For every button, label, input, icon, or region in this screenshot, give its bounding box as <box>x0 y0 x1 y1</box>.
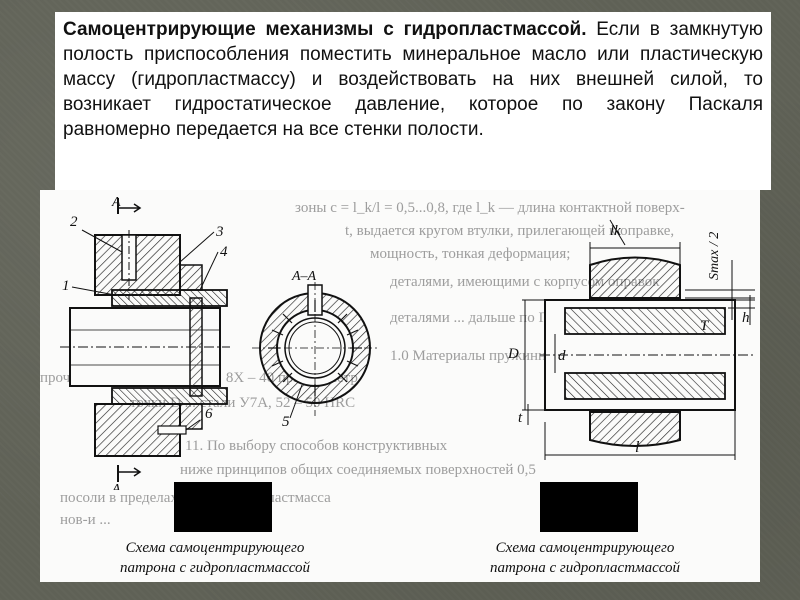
dim-label-lk: lk <box>610 223 621 239</box>
caption-left: Схема самоцентрирующего патрона с гидроп… <box>60 538 370 578</box>
figure-scan-card: зоны c = l_k/l = 0,5...0,8, где l_k — дл… <box>40 190 760 582</box>
text-card: Самоцентрирующие механизмы с гидропластм… <box>55 12 771 190</box>
dim-label-smax: Smax / 2 <box>707 232 722 280</box>
dim-label-T: T <box>700 318 710 334</box>
dim-label-D: D <box>507 346 519 362</box>
caption-right-line2: патрона с гидропластмассой <box>489 560 681 576</box>
redaction-block-left <box>174 482 272 532</box>
chuck-drawing-right: lk Smax / 2 D d T h t l <box>507 219 755 460</box>
part-label-5: 5 <box>282 414 290 430</box>
dim-label-d: d <box>558 348 566 364</box>
caption-left-line1: Схема самоцентрирующего <box>125 540 305 556</box>
background-text-line: мощность, тонкая деформация; <box>370 246 571 262</box>
caption-left-line2: патрона с гидропластмассой <box>119 560 311 576</box>
dim-label-h: h <box>742 310 750 326</box>
background-text-line: зоны c = l_k/l = 0,5...0,8, где l_k — дл… <box>295 200 685 216</box>
paragraph-title: Самоцентрирующие механизмы с гидропластм… <box>63 19 587 40</box>
part-label-2: 2 <box>70 214 78 230</box>
paragraph-body: Если в замкнутую полость приспособления … <box>63 19 763 140</box>
dim-label-l: l <box>635 439 640 456</box>
part-label-6: 6 <box>205 406 213 422</box>
background-text-line: посоли в пределах групп гидропластмасса <box>60 490 331 506</box>
background-text-line: t, выдается кругом втулки, прилегающей к… <box>345 223 675 239</box>
section-view-label: А–А <box>291 269 317 284</box>
dim-label-t: t <box>518 410 523 426</box>
redaction-block-right <box>540 482 638 532</box>
background-text-line: деталями ... дальше по ГОСТ-8; <box>390 310 594 326</box>
part-label-1: 1 <box>62 278 70 294</box>
background-text-line: нов-и ... <box>60 512 111 528</box>
chuck-drawing-left: А А 2 1 3 4 6 А–А 5 <box>60 195 378 490</box>
section-label-bottom: А <box>111 482 121 490</box>
background-text-line: ниже принципов общих соединяемых поверхн… <box>180 462 536 478</box>
caption-right: Схема самоцентрирующего патрона с гидроп… <box>430 538 740 578</box>
text-paragraph: Самоцентрирующие механизмы с гидропластм… <box>63 17 763 142</box>
part-label-3: 3 <box>215 224 224 240</box>
caption-right-line1: Схема самоцентрирующего <box>495 540 675 556</box>
part-label-4: 4 <box>220 244 228 260</box>
background-text-line: 11. По выбору способов конструктивных <box>185 438 448 454</box>
section-label-top: А <box>111 195 121 210</box>
